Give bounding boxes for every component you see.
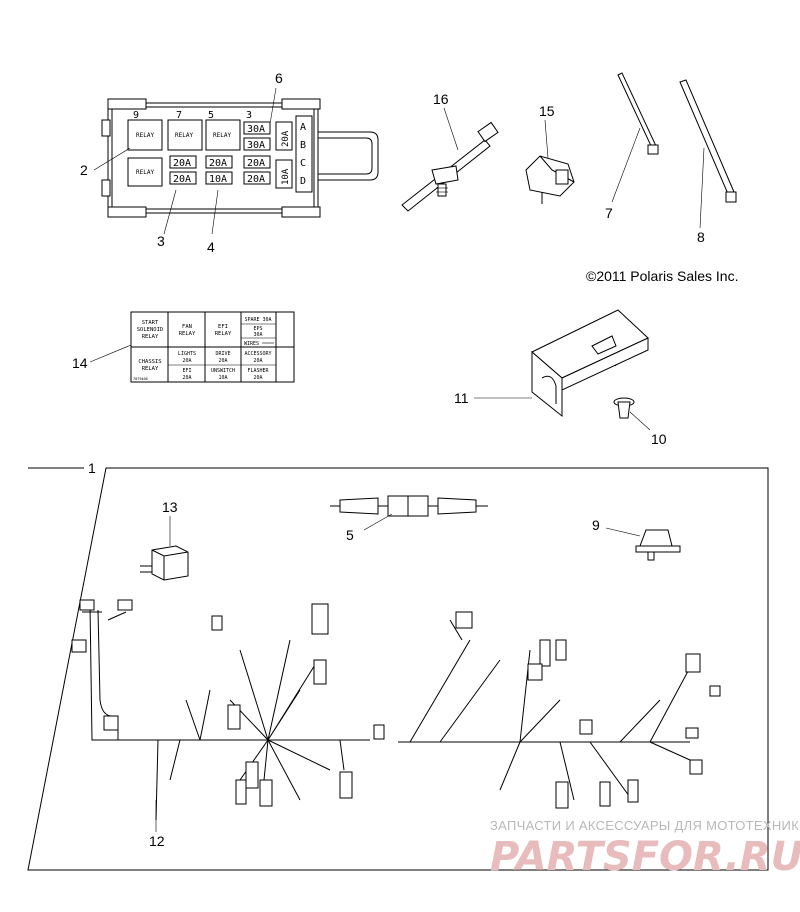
- decal-fan-relay: RELAY: [179, 331, 196, 337]
- decal-part-number: 7079406: [133, 377, 148, 381]
- callout-14: 14: [72, 355, 88, 371]
- decal-efi: 20A: [182, 375, 191, 381]
- fuse-label-vertical: 10A: [281, 168, 291, 185]
- decal-start-solenoid: RELAY: [142, 334, 159, 340]
- slot-number-3: 3: [246, 110, 252, 121]
- relay-label: RELAY: [136, 169, 154, 176]
- connector: [525, 155, 575, 204]
- harness-kit-frame: [27, 467, 769, 871]
- inline-fuse-holder: [330, 495, 488, 517]
- mount-clip: [635, 529, 681, 561]
- fuse-box: 9 7 5 3 RELAY RELAY RELAY RELAY 30A 30A …: [101, 98, 379, 218]
- callout-2: 2: [80, 162, 88, 178]
- cable-tie-short: [617, 72, 659, 155]
- decal-drive: DRIVE: [215, 351, 230, 357]
- callout-9: 9: [592, 517, 600, 533]
- decal-accessory: ACCESSORY: [244, 351, 271, 357]
- decal-lights: 20A: [182, 358, 191, 364]
- decal-flasher: FLASHER: [247, 368, 269, 374]
- callout-12: 12: [149, 833, 165, 849]
- decal-fan-relay: FAN: [182, 324, 192, 330]
- decal-eps: EPS: [253, 326, 262, 332]
- side-letter-a: A: [300, 122, 306, 133]
- decal-start-solenoid: START: [142, 320, 159, 326]
- decal-lights: LIGHTS: [178, 351, 196, 357]
- callout-3: 3: [157, 233, 165, 249]
- relay-label: RELAY: [136, 132, 154, 139]
- fuse-label: 10A: [209, 174, 227, 185]
- callout-16: 16: [433, 91, 449, 107]
- fuse-label-vertical: 20A: [281, 130, 291, 147]
- decal-wires: WIRES: [244, 341, 259, 347]
- decal-spare: SPARE 30A: [244, 317, 271, 323]
- push-rivet: [613, 397, 635, 419]
- callout-1: 1: [88, 460, 96, 476]
- relay-label: RELAY: [213, 132, 231, 139]
- callout-7: 7: [605, 205, 613, 221]
- callout-10: 10: [651, 431, 667, 447]
- callout-13: 13: [162, 499, 178, 515]
- decal-efi-relay: EFI: [218, 324, 228, 330]
- callout-5: 5: [346, 527, 354, 543]
- decal-chassis-relay: CHASSIS: [138, 359, 161, 365]
- decal-efi: EFI: [182, 368, 191, 374]
- slot-number-9: 9: [133, 110, 139, 121]
- side-letter-b: B: [300, 140, 306, 151]
- decal-chassis-relay: RELAY: [142, 366, 159, 372]
- relay-label: RELAY: [175, 132, 193, 139]
- callout-4: 4: [207, 239, 215, 255]
- slot-number-7: 7: [176, 110, 182, 121]
- side-letter-c: C: [300, 158, 306, 169]
- fuse-label: 30A: [247, 124, 265, 135]
- watermark: ЗАПЧАСТИ И АКСЕССУАРЫ ДЛЯ МОТОТЕХНИКИ PA…: [490, 818, 800, 880]
- callout-15: 15: [539, 103, 555, 119]
- fuse-label: 20A: [173, 158, 191, 169]
- cable-tie-clip: [401, 121, 499, 212]
- fuse-label: 20A: [247, 158, 265, 169]
- decal-accessory: 20A: [253, 358, 262, 364]
- decal-unswitch: UNSWITCH: [211, 368, 235, 374]
- relay: [140, 545, 189, 581]
- wire-harness: [71, 599, 721, 821]
- fuse-label: 20A: [209, 158, 227, 169]
- decal-start-solenoid: SOLENOID: [137, 327, 164, 333]
- watermark-brand: PARTSFOR.RU: [490, 834, 800, 880]
- watermark-tagline: ЗАПЧАСТИ И АКСЕССУАРЫ ДЛЯ МОТОТЕХНИКИ: [490, 818, 800, 833]
- callout-8: 8: [697, 229, 705, 245]
- decal-eps: 30A: [253, 332, 262, 338]
- slot-number-5: 5: [208, 110, 214, 121]
- callout-6: 6: [275, 70, 283, 86]
- decal-flasher: 20A: [253, 375, 262, 381]
- decal-unswitch: 10A: [218, 375, 227, 381]
- fuse-decal: START SOLENOID RELAY FAN RELAY EFI RELAY…: [130, 311, 295, 383]
- copyright-text: ©2011 Polaris Sales Inc.: [586, 268, 738, 284]
- bracket: [531, 309, 649, 418]
- callout-11: 11: [454, 390, 469, 406]
- fuse-label: 20A: [247, 174, 265, 185]
- cable-tie-long: [679, 79, 737, 203]
- fuse-label: 20A: [173, 174, 191, 185]
- side-letter-d: D: [300, 176, 306, 187]
- decal-efi-relay: RELAY: [215, 331, 232, 337]
- fuse-label: 30A: [247, 140, 265, 151]
- decal-drive: 20A: [218, 358, 227, 364]
